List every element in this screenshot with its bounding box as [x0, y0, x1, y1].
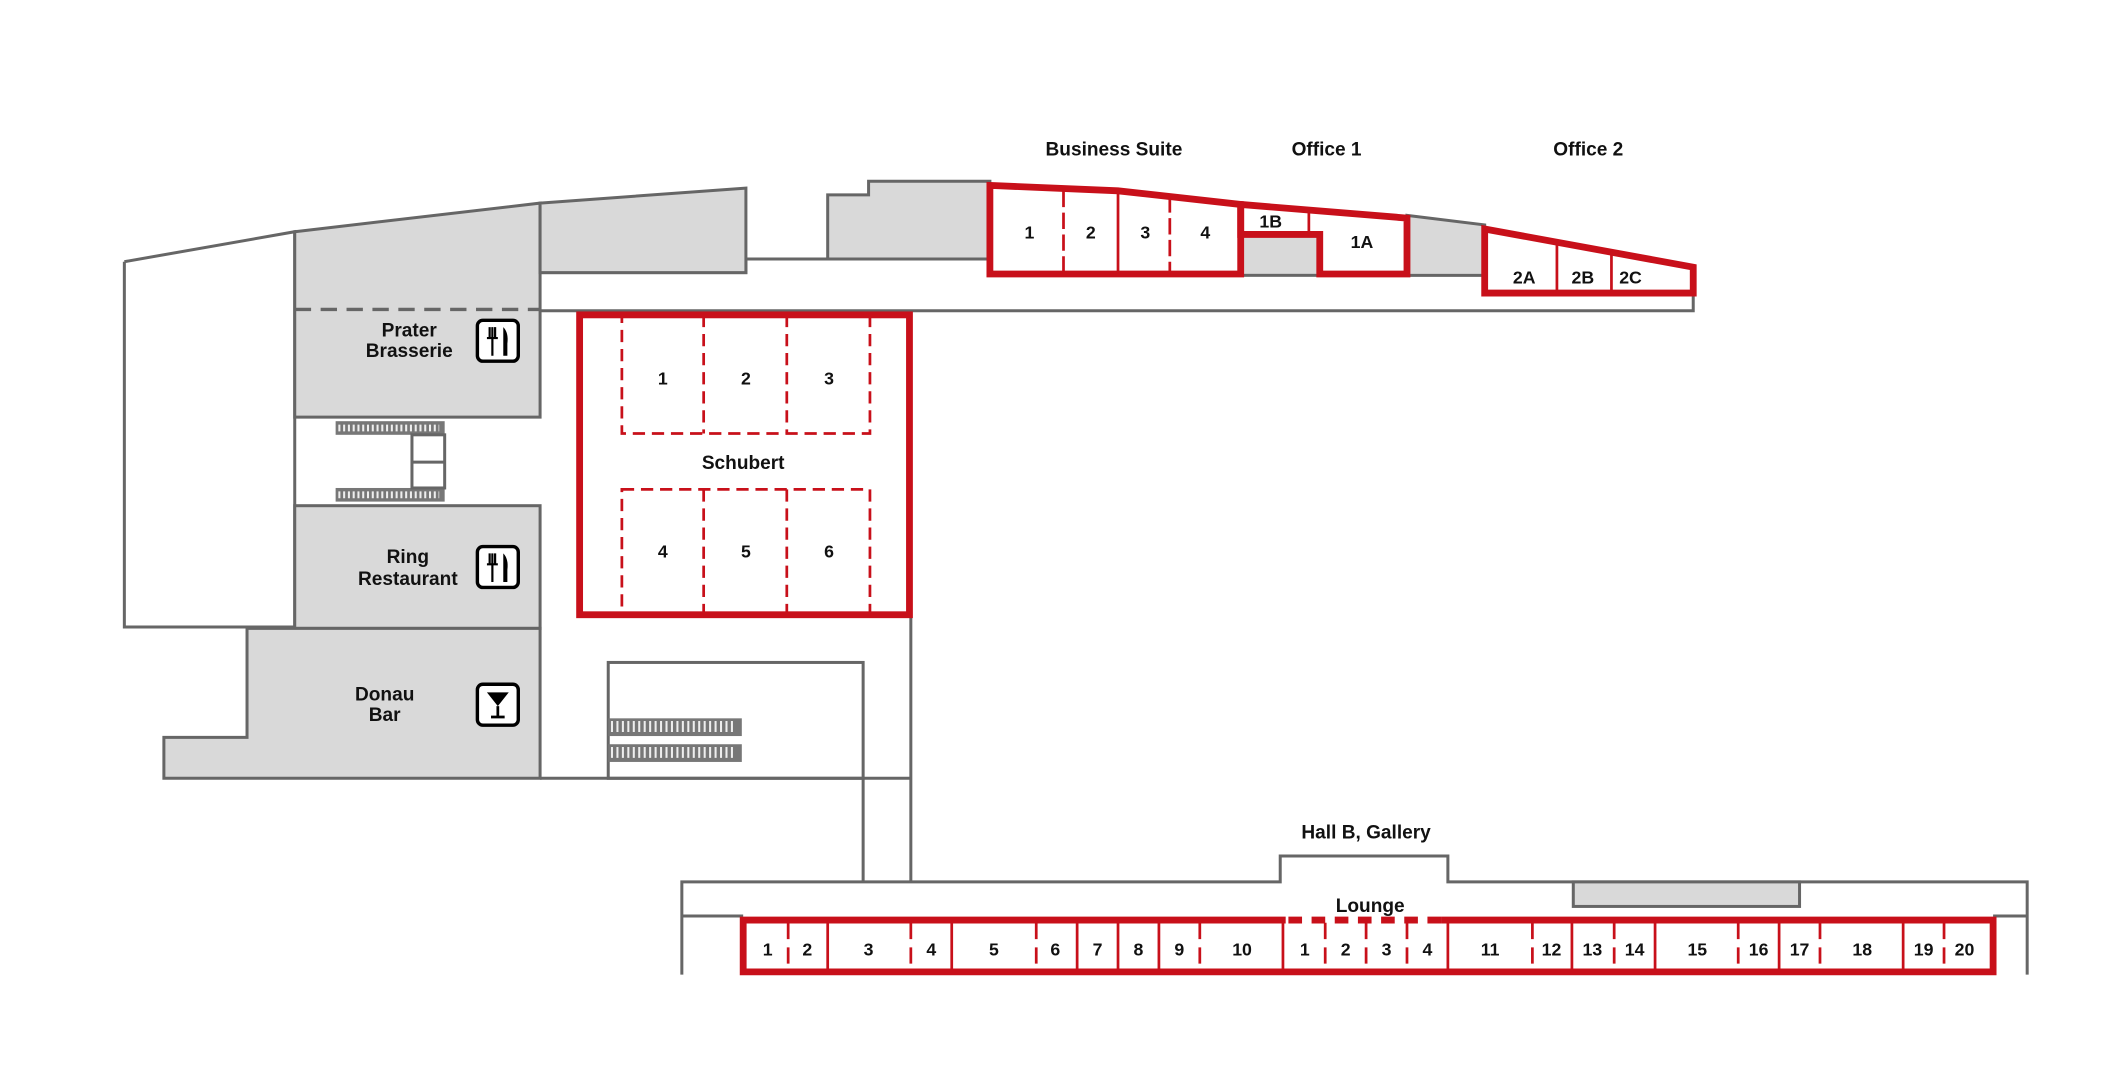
office1-service-block [1239, 232, 1322, 277]
office-room-1a[interactable]: 1A [1351, 232, 1374, 252]
business-suite-outline [986, 181, 1245, 278]
lounge-room[interactable]: 5 [989, 940, 999, 960]
lounge-room[interactable]: 10 [1232, 940, 1252, 960]
business-room-2[interactable]: 2 [1086, 223, 1096, 243]
lounge-room[interactable]: 8 [1134, 940, 1144, 960]
prater-brasserie-block [293, 201, 542, 419]
office1-outline [1237, 201, 1411, 278]
lounge-outline [739, 916, 1997, 976]
donau-bar-block [162, 626, 542, 780]
schubert-room-1[interactable]: 1 [658, 368, 668, 388]
lounge-room[interactable]: 2 [1341, 940, 1351, 960]
bar-icon [475, 682, 520, 727]
donau-label-2: Bar [369, 705, 401, 726]
lounge-room[interactable]: 9 [1174, 940, 1184, 960]
schubert-upper-grid [620, 313, 872, 435]
north-corridor-lower-wall [540, 293, 1695, 313]
lounge-room[interactable]: 6 [1050, 940, 1060, 960]
schubert-room-5[interactable]: 5 [741, 541, 751, 561]
lounge-dividers [786, 922, 1946, 970]
business-room-4[interactable]: 4 [1200, 223, 1210, 243]
lounge-room[interactable]: 11 [1481, 940, 1500, 960]
hall-b-outline [680, 854, 2029, 975]
restaurant-icon [475, 318, 520, 363]
office-room-2b[interactable]: 2B [1572, 268, 1595, 288]
lounge-room-numbers: 1 2 3 4 5 6 7 8 9 10 1 2 3 4 11 12 13 14… [763, 940, 1975, 960]
schubert-lower-grid [620, 487, 872, 617]
west-corridor [122, 229, 297, 629]
office2-outline [1481, 224, 1697, 297]
office-room-2a[interactable]: 2A [1513, 268, 1536, 288]
donau-label-1: Donau [355, 685, 414, 706]
lounge-room[interactable]: 3 [864, 940, 874, 960]
business-suite-label: Business Suite [1046, 139, 1183, 160]
lounge-label: Lounge [1336, 896, 1405, 917]
office2-label: Office 2 [1553, 139, 1623, 160]
business-room-3[interactable]: 3 [1140, 223, 1150, 243]
lounge-room[interactable]: 2 [802, 940, 812, 960]
lounge-room[interactable]: 17 [1790, 940, 1810, 960]
lounge-room[interactable]: 1 [763, 940, 773, 960]
lounge-room[interactable]: 18 [1852, 940, 1872, 960]
office-room-2c[interactable]: 2C [1619, 268, 1642, 288]
prater-label-1: Prater [382, 321, 438, 342]
business-room-1[interactable]: 1 [1024, 223, 1034, 243]
lounge-room[interactable]: 16 [1749, 940, 1769, 960]
office-room-1b[interactable]: 1B [1259, 212, 1282, 232]
lounge-room[interactable]: 7 [1093, 940, 1103, 960]
prater-label-2: Brasserie [366, 341, 453, 362]
office-service-block [1405, 213, 1487, 277]
schubert-room-6[interactable]: 6 [824, 541, 834, 561]
lounge-room[interactable]: 19 [1914, 940, 1934, 960]
lounge-room[interactable]: 3 [1382, 940, 1392, 960]
schubert-room-4[interactable]: 4 [658, 541, 668, 561]
schubert-room-3[interactable]: 3 [824, 368, 834, 388]
lounge-room[interactable]: 13 [1583, 940, 1603, 960]
lounge-room[interactable]: 20 [1955, 940, 1975, 960]
escalator-icon [335, 421, 742, 762]
ring-label-1: Ring [387, 547, 429, 568]
schubert-room-2[interactable]: 2 [741, 368, 751, 388]
gallery-service-block [1571, 880, 1802, 908]
schubert-label: Schubert [702, 453, 785, 474]
lounge-room[interactable]: 12 [1542, 940, 1562, 960]
hall-b-label: Hall B, Gallery [1301, 822, 1431, 843]
lounge-room[interactable]: 4 [1423, 940, 1433, 960]
lounge-room[interactable]: 1 [1300, 940, 1310, 960]
office1-label: Office 1 [1292, 139, 1362, 160]
ring-label-2: Restaurant [358, 569, 458, 590]
lounge-room[interactable]: 14 [1625, 940, 1645, 960]
restaurant-icon [475, 544, 520, 590]
lounge-room[interactable]: 4 [926, 940, 936, 960]
north-service-block [538, 186, 748, 275]
lounge-room[interactable]: 15 [1687, 940, 1707, 960]
north-service-block-2 [826, 179, 992, 261]
